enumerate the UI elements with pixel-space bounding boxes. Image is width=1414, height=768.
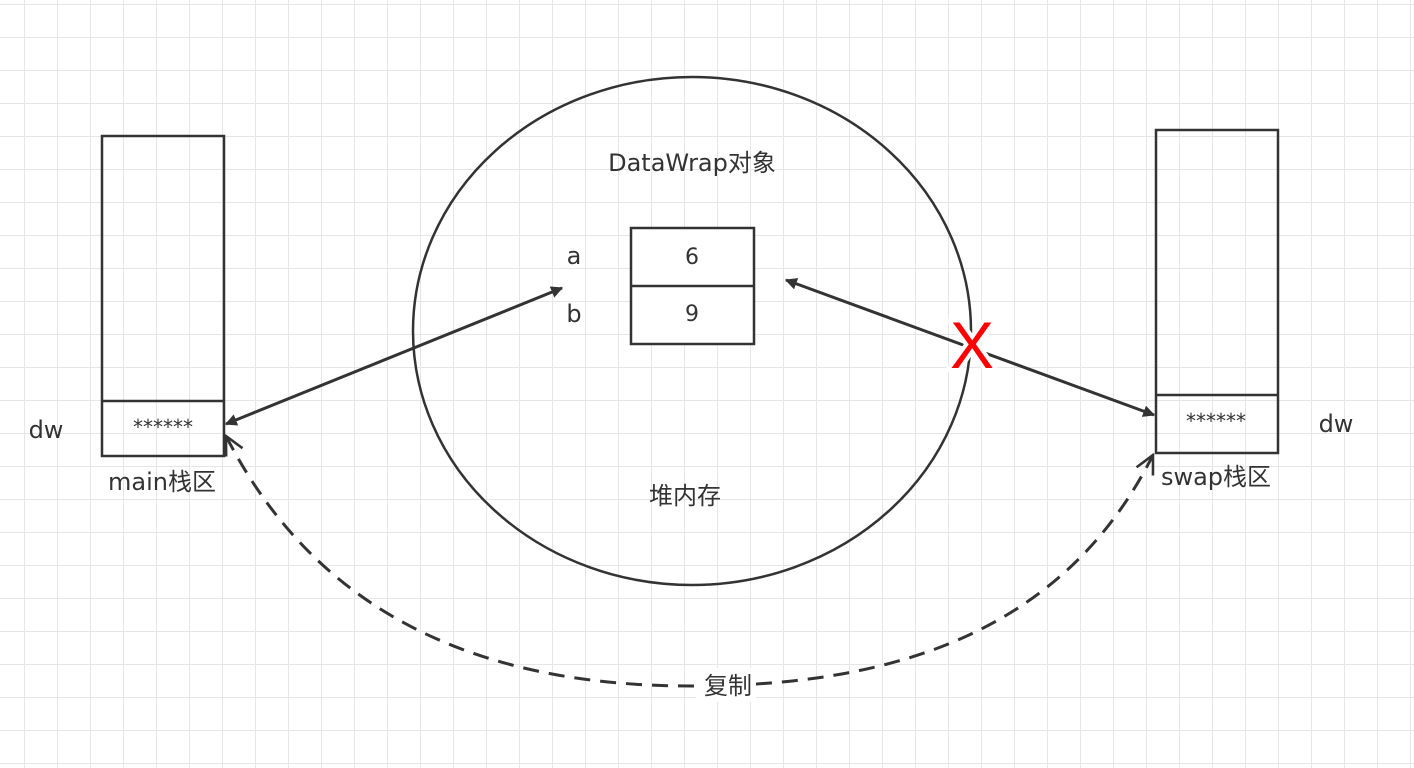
- field-a-name: a: [567, 242, 582, 270]
- swap-stack-label: swap栈区: [1161, 463, 1271, 491]
- main-stack-frame: [100, 134, 226, 458]
- swap-stack-var-value: ******: [1186, 409, 1246, 433]
- copy-label: 复制: [704, 672, 752, 700]
- swap-stack-var-name: dw: [1319, 410, 1354, 438]
- main-stack-var-value: ******: [133, 415, 193, 439]
- main-stack-var-name: dw: [29, 416, 64, 444]
- field-b-name: b: [566, 300, 581, 328]
- field-a-value: 6: [685, 245, 699, 270]
- broken-reference-cross: X: [950, 308, 994, 382]
- object-title: DataWrap对象: [608, 149, 776, 177]
- main-reference-arrow: [224, 286, 564, 426]
- swap-stack-frame: [1154, 128, 1280, 455]
- heap-label: 堆内存: [649, 482, 721, 510]
- copy-arc-arrow: [224, 436, 1155, 688]
- copy-label-backdrop: [696, 668, 756, 702]
- main-stack-label: main栈区: [108, 468, 216, 496]
- field-b-value: 9: [685, 302, 699, 327]
- swap-reference-arrow: [784, 278, 1156, 417]
